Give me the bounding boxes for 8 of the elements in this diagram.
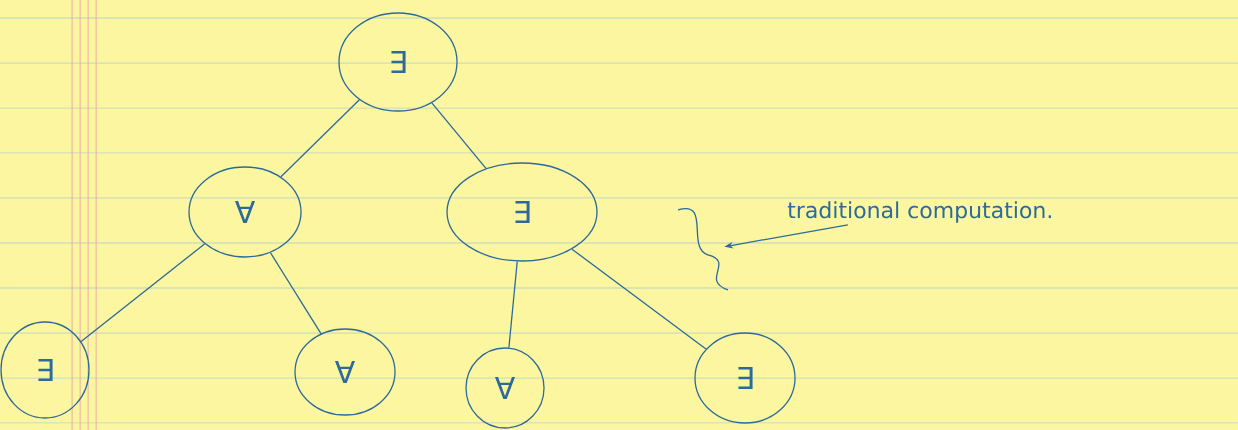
connector-line (269, 252, 322, 335)
connector-line (571, 248, 707, 350)
connector-line (431, 102, 487, 169)
connector-line (280, 99, 361, 178)
annotation-text: traditional computation. (787, 201, 1051, 223)
connector-line (508, 260, 518, 349)
connector-line (80, 243, 206, 343)
brace (677, 208, 729, 291)
